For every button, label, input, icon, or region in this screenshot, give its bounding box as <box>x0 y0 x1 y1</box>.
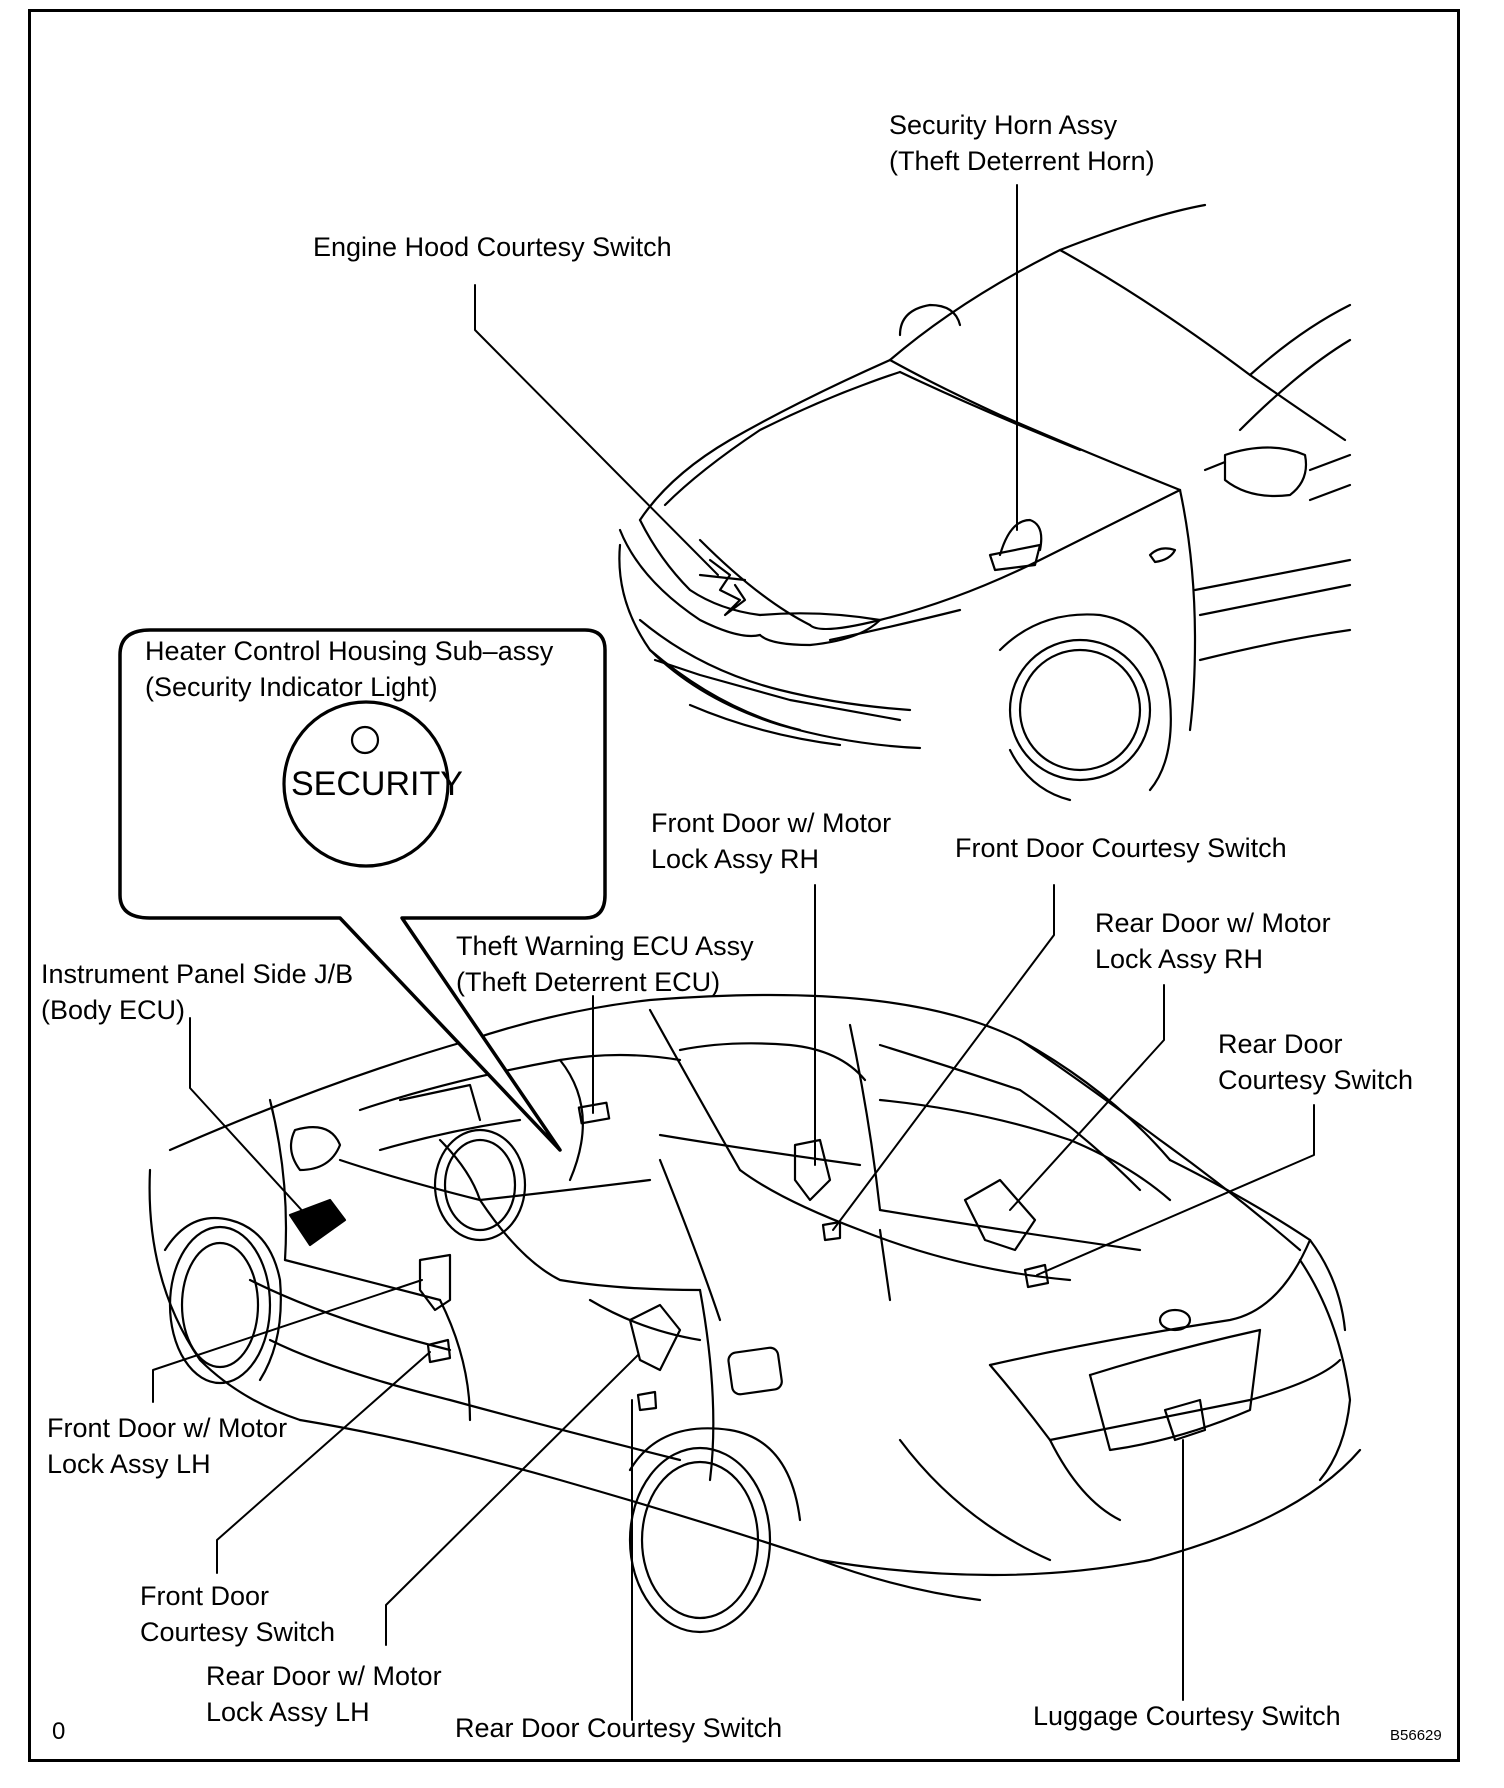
security-horn-label-line2: (Theft Deterrent Horn) <box>889 146 1155 176</box>
theft-warning-ecu-label-line2: (Theft Deterrent ECU) <box>456 967 721 997</box>
figure-code: B56629 <box>1390 1727 1442 1744</box>
luggage-courtesy-switch-label: Luggage Courtesy Switch <box>1033 1701 1341 1731</box>
front-door-courtesy-switch-rh-label: Front Door Courtesy Switch <box>955 833 1287 863</box>
leader-lines <box>152 184 1315 1721</box>
rear-door-lock-lh-label-line1: Rear Door w/ Motor <box>206 1661 442 1691</box>
diagram-frame <box>28 9 1460 1762</box>
front-door-lock-rh-label-line2: Lock Assy RH <box>651 844 820 874</box>
front-car-illustration <box>618 203 1352 802</box>
rear-door-courtesy-switch-rh-label-line2: Courtesy Switch <box>1218 1065 1414 1095</box>
security-horn-label-line1: Security Horn Assy <box>889 110 1118 140</box>
theft-warning-ecu-label-line1: Theft Warning ECU Assy <box>456 931 754 961</box>
rear-car-illustration <box>148 993 1362 1634</box>
front-door-courtesy-switch-lh-label-line2: Courtesy Switch <box>140 1617 336 1647</box>
heater-control-label-line1: Heater Control Housing Sub–assy <box>145 636 554 666</box>
security-indicator-callout <box>118 628 607 1152</box>
rear-door-lock-rh-label-line2: Lock Assy RH <box>1095 944 1264 974</box>
rear-door-lock-rh-label-line1: Rear Door w/ Motor <box>1095 908 1331 938</box>
security-indicator-text: SECURITY <box>291 765 463 803</box>
rear-door-courtesy-switch-lh-label: Rear Door Courtesy Switch <box>455 1713 783 1743</box>
corner-mark: 0 <box>52 1718 66 1745</box>
front-door-lock-lh-label-line1: Front Door w/ Motor <box>47 1413 288 1443</box>
rear-door-courtesy-switch-rh-label-line1: Rear Door <box>1218 1029 1343 1059</box>
instrument-panel-jb-label-line2: (Body ECU) <box>41 995 186 1025</box>
front-door-courtesy-switch-lh-label-line1: Front Door <box>140 1581 270 1611</box>
heater-control-label-line2: (Security Indicator Light) <box>145 672 438 702</box>
rear-door-lock-lh-label-line2: Lock Assy LH <box>206 1697 370 1727</box>
front-door-lock-rh-label-line1: Front Door w/ Motor <box>651 808 892 838</box>
engine-hood-switch-label: Engine Hood Courtesy Switch <box>313 232 672 262</box>
front-door-lock-lh-label-line2: Lock Assy LH <box>47 1449 211 1479</box>
instrument-panel-jb-label-line1: Instrument Panel Side J/B <box>41 959 354 989</box>
